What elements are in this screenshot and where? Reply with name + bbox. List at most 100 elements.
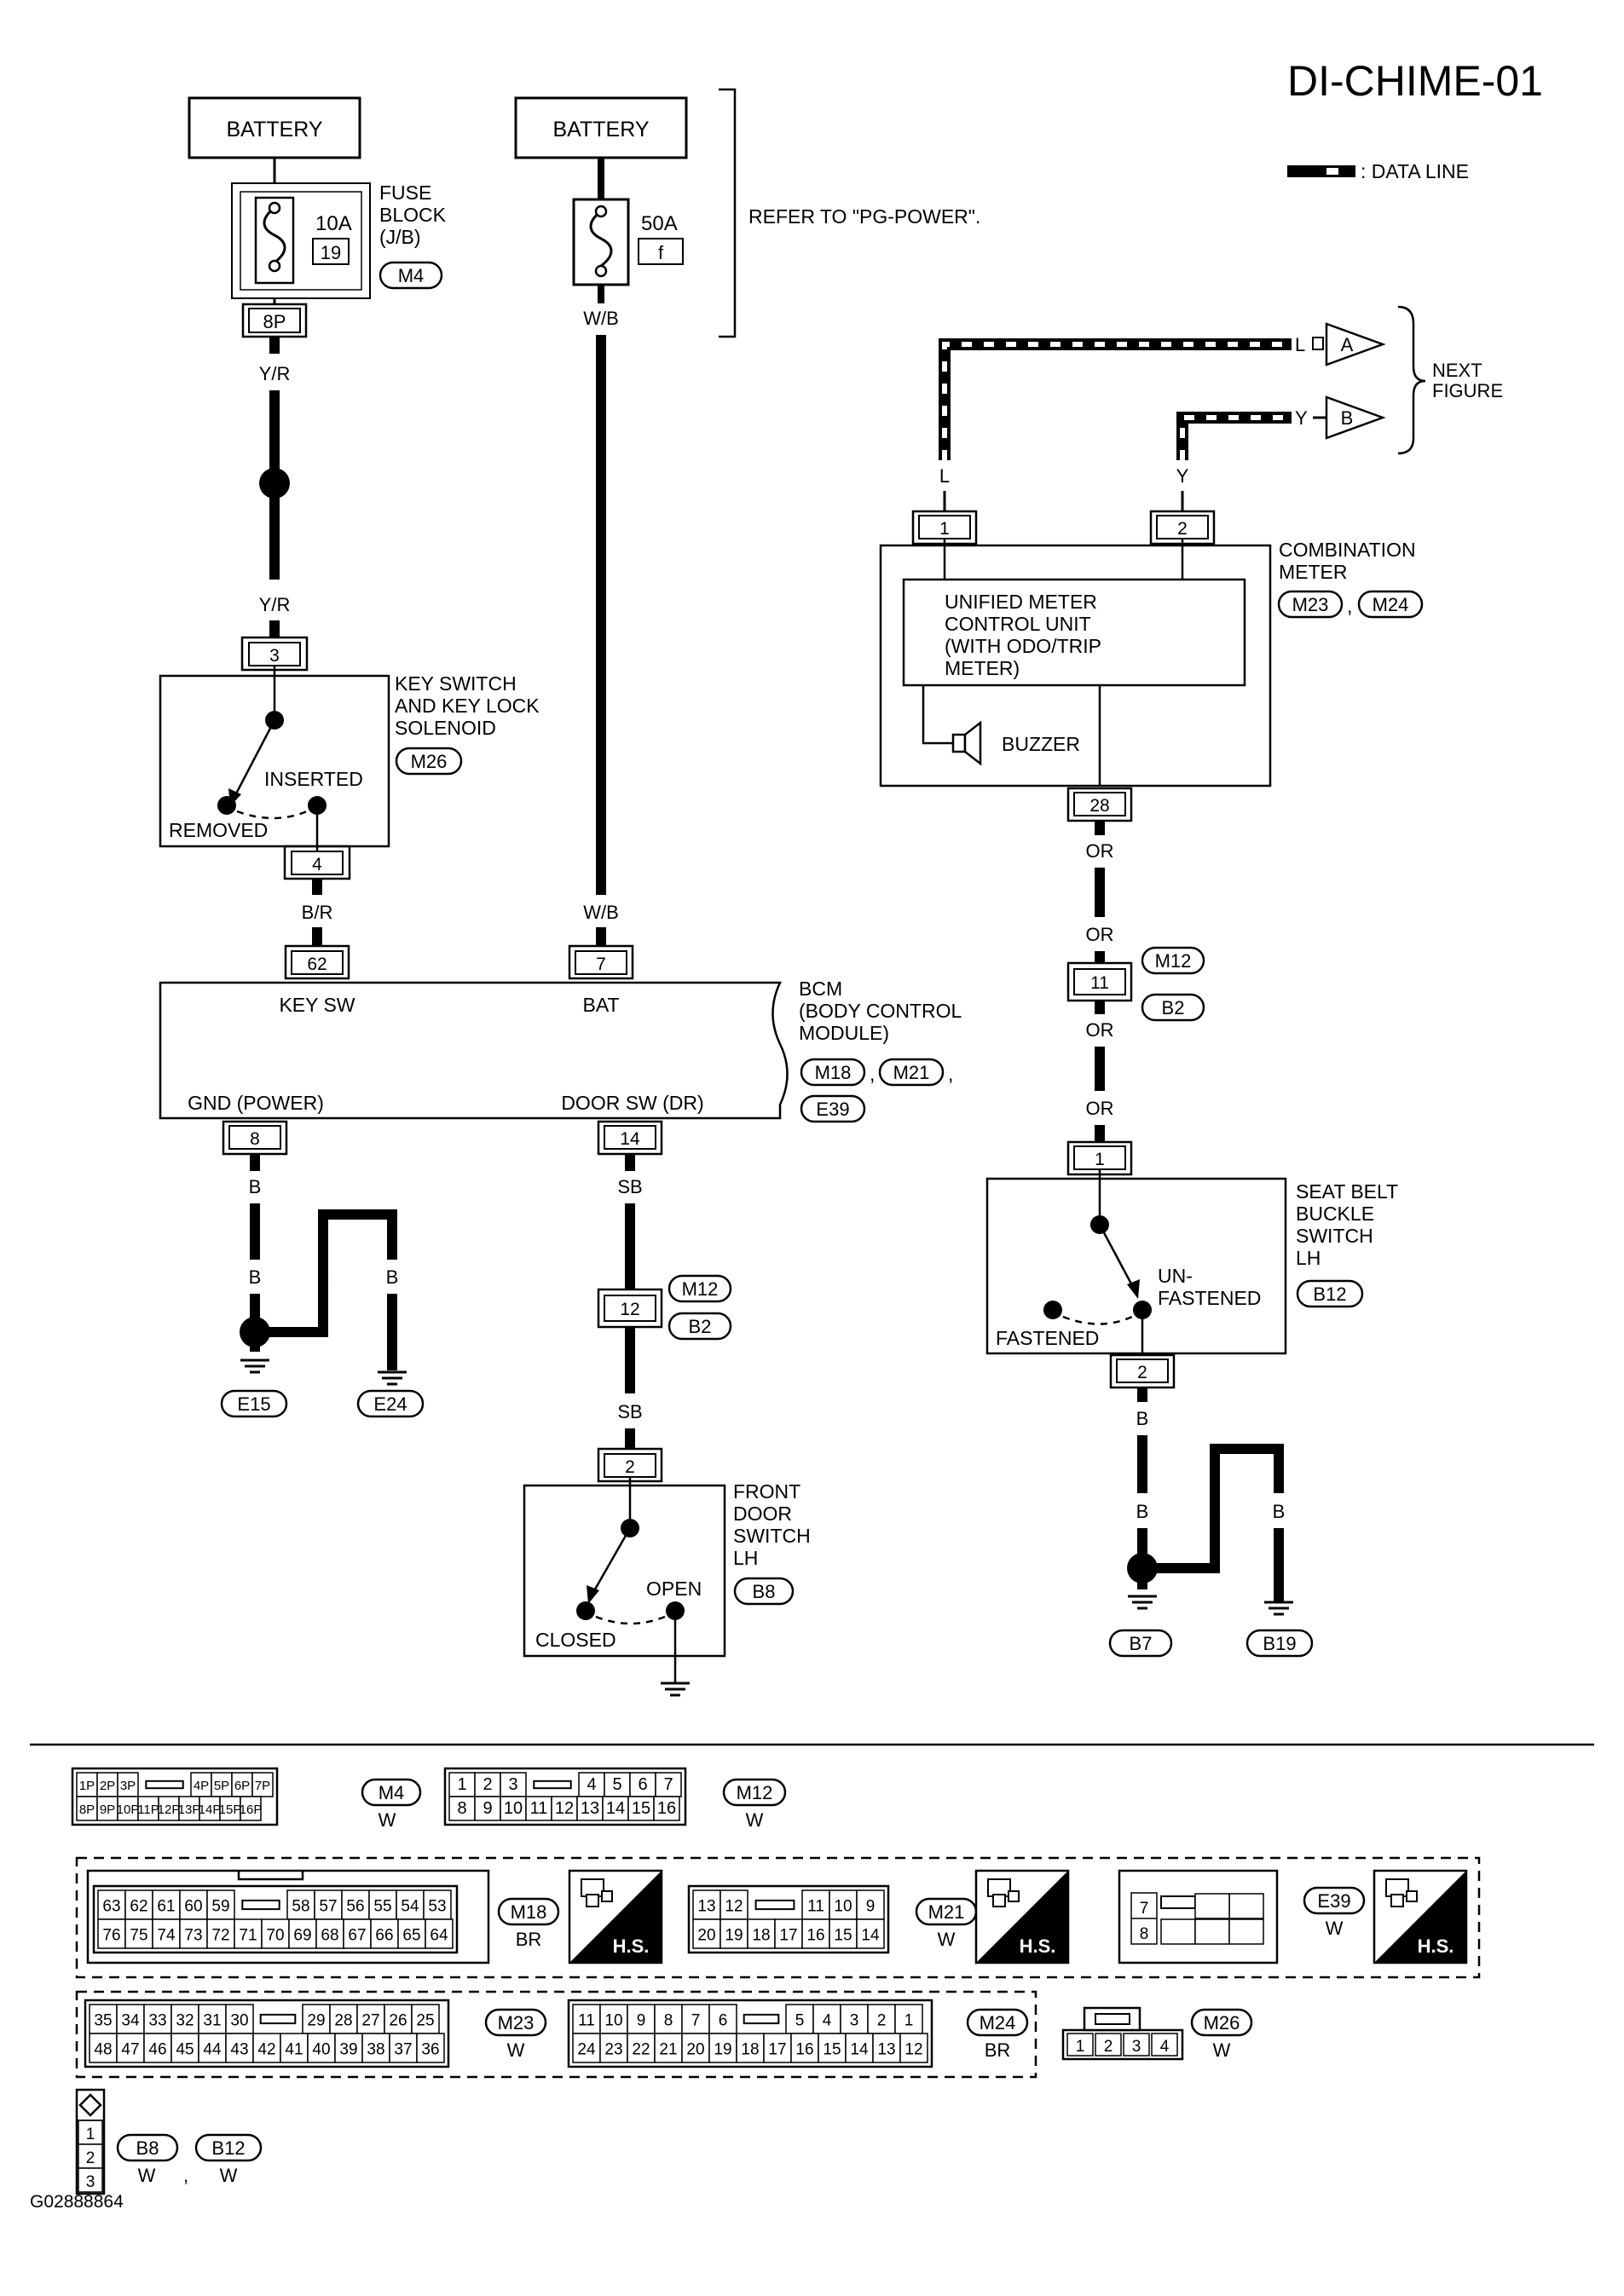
m24-pin-10: 10 xyxy=(604,2011,622,2029)
m23-pin-38: 38 xyxy=(367,2040,384,2058)
meter-name-1: COMBINATION xyxy=(1279,539,1416,561)
m4-pin-9P: 9P xyxy=(100,1803,115,1817)
next-figure-arrow-a: A xyxy=(1325,322,1386,366)
m4-pin-11P: 11P xyxy=(137,1803,159,1817)
m4-pin-2P: 2P xyxy=(100,1779,115,1793)
door-switch-label-3: SWITCH xyxy=(733,1525,811,1547)
b8-pin-2: 2 xyxy=(86,2149,95,2167)
fusible-link-50a: 50A f xyxy=(572,198,684,286)
e39-color: W xyxy=(1326,1918,1344,1939)
hs-icon-m18: H.S. xyxy=(568,1869,663,1964)
svg-text:f: f xyxy=(658,242,664,263)
m18-pin-62: 62 xyxy=(130,1897,147,1915)
m23-pin-43: 43 xyxy=(230,2040,248,2058)
conn-tag-m21: M21 xyxy=(878,1058,945,1087)
svg-text:10A: 10A xyxy=(315,212,352,235)
m24-pin-19: 19 xyxy=(714,2040,731,2058)
m4-pin-16P: 16P xyxy=(240,1803,263,1817)
m4-pin-1P: 1P xyxy=(79,1779,95,1793)
m24-pin-13: 13 xyxy=(877,2040,895,2058)
m4-pin-4P: 4P xyxy=(194,1779,209,1793)
conn-tag-b8-text: B8 xyxy=(136,2137,159,2159)
m12-pin-15: 15 xyxy=(632,1799,650,1818)
m18-pin-65: 65 xyxy=(402,1926,420,1944)
m23-pin-32: 32 xyxy=(176,2011,194,2029)
m23-pin-33: 33 xyxy=(148,2011,166,2029)
battery-2: BATTERY xyxy=(514,96,688,159)
refer-pg-power: REFER TO "PG-POWER". xyxy=(748,205,980,228)
svg-text:3: 3 xyxy=(269,646,280,666)
m26-pin-1: 1 xyxy=(1076,2038,1085,2056)
m12-pin-7: 7 xyxy=(663,1775,673,1794)
bcm-name-2: (BODY CONTROL xyxy=(799,1000,962,1022)
m18-pin-73: 73 xyxy=(184,1926,202,1944)
bcm-door-label: DOOR SW (DR) xyxy=(561,1092,703,1114)
conn-tag-m18-text: M18 xyxy=(511,1901,547,1923)
m4-pin-5P: 5P xyxy=(214,1779,229,1793)
svg-text:B: B xyxy=(1341,407,1354,429)
conn-tag-m12-b: M12 xyxy=(1141,946,1205,975)
svg-text:M23: M23 xyxy=(1292,594,1329,615)
m23-pin-39: 39 xyxy=(339,2040,357,2058)
m4-color: W xyxy=(379,1809,396,1831)
svg-text:BATTERY: BATTERY xyxy=(227,118,323,141)
ground-symbol-b7 xyxy=(1128,1595,1157,1610)
b12-color: W xyxy=(220,2165,238,2186)
m21-pin-19: 19 xyxy=(725,1926,743,1944)
conn-tag-b12-text: B12 xyxy=(211,2137,245,2159)
pin-meter-28: 28 xyxy=(1066,787,1133,822)
refer-bracket xyxy=(719,88,737,338)
m26-color: W xyxy=(1213,2039,1231,2061)
conn-tag-m26: M26 xyxy=(395,747,463,776)
m4-pin-7P: 7P xyxy=(255,1779,270,1793)
m23-pin-46: 46 xyxy=(148,2040,166,2058)
m24-pin-11: 11 xyxy=(578,2011,595,2029)
conn-tag-b12 xyxy=(194,2133,263,2162)
m21-pin-10: 10 xyxy=(834,1897,852,1915)
fuse-block-10a: 10A 19 xyxy=(231,182,371,299)
svg-text:8P: 8P xyxy=(263,311,286,332)
m23-pin-26: 26 xyxy=(389,2011,407,2029)
m23-pin-31: 31 xyxy=(203,2011,221,2029)
m18-key xyxy=(237,1871,304,1881)
door-switch-box xyxy=(523,1484,726,1658)
svg-text:E24: E24 xyxy=(373,1393,407,1415)
svg-text:1: 1 xyxy=(1095,1150,1105,1169)
m24-pin-22: 22 xyxy=(632,2040,650,2058)
m24-pin-9: 9 xyxy=(637,2011,646,2029)
m24-pin-15: 15 xyxy=(823,2040,841,2058)
m4-pin-14P: 14P xyxy=(199,1803,222,1817)
m24-pin-4: 4 xyxy=(823,2011,832,2029)
buzzer-icon: BUZZER xyxy=(922,685,1080,766)
m23-pin-29: 29 xyxy=(307,2011,325,2029)
e39-face: 78 xyxy=(1118,1869,1279,1964)
fuse-block-label-1: FUSE xyxy=(379,182,431,204)
m24-pin-20: 20 xyxy=(686,2040,704,2058)
svg-text:INSERTED: INSERTED xyxy=(264,768,363,790)
key-switch-label-1: KEY SWITCH xyxy=(395,672,517,695)
m23-pin-44: 44 xyxy=(203,2040,222,2058)
next-figure-arrow-b: B xyxy=(1313,395,1386,440)
wire-label-or-2: OR xyxy=(1086,924,1114,945)
m24-pin-5: 5 xyxy=(795,2011,805,2029)
m12-pin-1: 1 xyxy=(457,1775,466,1794)
m12-pin-5: 5 xyxy=(612,1775,621,1794)
bcm-name-3: MODULE) xyxy=(799,1022,889,1044)
svg-text:: DATA LINE: : DATA LINE xyxy=(1361,160,1469,182)
m18-pin-56: 56 xyxy=(346,1897,364,1915)
conn-tag-m4-text: M4 xyxy=(379,1782,405,1803)
pin-door-2: 2 xyxy=(597,1447,663,1483)
meter-unit-line-1: UNIFIED METER xyxy=(945,591,1097,613)
m23-pin-36: 36 xyxy=(421,2040,439,2058)
conn-tag-e39: E39 xyxy=(800,1094,866,1123)
m21-pin-13: 13 xyxy=(697,1897,715,1915)
next-figure-label-2: FIGURE xyxy=(1432,380,1503,401)
svg-text:2: 2 xyxy=(625,1457,635,1477)
door-switch-contacts: OPEN CLOSED xyxy=(535,1477,702,1697)
m21-pin-18: 18 xyxy=(752,1926,770,1944)
data-line-y: Y Y xyxy=(1176,407,1308,511)
m21-pin-12: 12 xyxy=(725,1897,743,1915)
svg-text:UN-: UN- xyxy=(1158,1265,1193,1287)
